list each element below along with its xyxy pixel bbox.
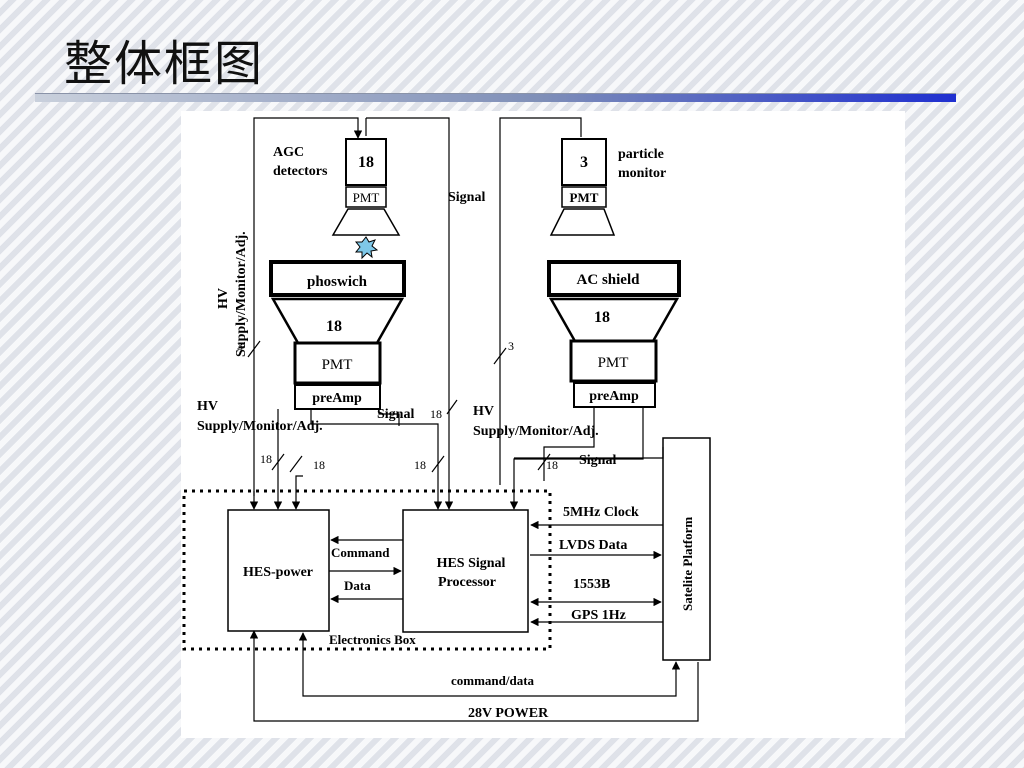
phoswich-detector: phoswich 18 PMT preAmp	[269, 260, 406, 410]
bus-count-6: 18	[414, 458, 426, 472]
bottom-bus-lines	[249, 630, 699, 722]
power-label: 28V POWER	[468, 706, 549, 721]
agc-count: 18	[358, 154, 374, 171]
bus-count-1: 3	[237, 339, 243, 353]
bus-count-4: 18	[260, 452, 272, 466]
bus-count-3: 18	[430, 407, 442, 421]
bus-count-7: 18	[546, 458, 558, 472]
hes-signal-processor-block: HES Signal Processor	[402, 509, 529, 633]
bus-width-slashes	[247, 340, 551, 473]
hes-power-block: HES-power	[227, 509, 330, 632]
phoswich-preamp-label: preAmp	[312, 391, 362, 406]
bus-count-5: 18	[313, 458, 325, 472]
particle-monitor: 3 PMT particle monitor	[549, 138, 666, 236]
phoswich-label: phoswich	[307, 274, 368, 290]
ac-shield-preamp-label: preAmp	[589, 389, 639, 404]
agc-detector: 18 PMT AGC detectors	[273, 138, 401, 236]
hv-left-line2: Supply/Monitor/Adj.	[197, 419, 323, 434]
signal-label-right: Signal	[579, 453, 616, 468]
box-input-arrows	[249, 436, 519, 510]
ac-shield-label: AC shield	[577, 272, 641, 288]
phoswich-pmt-label: PMT	[322, 357, 353, 373]
satellite-interface-lines	[514, 447, 664, 627]
ac-shield-pmt-label: PMT	[598, 355, 629, 371]
top-routing-lines	[253, 117, 644, 504]
signal-label-top: Signal	[448, 190, 485, 205]
phoswich-count: 18	[326, 318, 342, 335]
hes-signal-label-line2: Processor	[438, 575, 496, 590]
lvds-label: LVDS Data	[559, 538, 627, 553]
svg-text:Satelite Platform: Satelite Platform	[680, 517, 695, 611]
gps-label: GPS 1Hz	[571, 608, 626, 623]
particle-label-line1: particle	[618, 147, 664, 162]
satellite-platform-block: Satelite Platform	[662, 437, 711, 661]
agc-label-line2: detectors	[273, 164, 328, 179]
electronics-box-label: Electronics Box	[329, 632, 416, 647]
scintillation-burst-icon	[354, 236, 379, 260]
svg-text:Supply/Monitor/Adj.: Supply/Monitor/Adj.	[234, 231, 249, 357]
agc-pmt-label: PMT	[353, 190, 380, 205]
particle-label-line2: monitor	[618, 166, 666, 181]
bus-count-2: 3	[508, 339, 514, 353]
signal-label-mid: Signal	[377, 407, 414, 422]
agc-label-line1: AGC	[273, 145, 304, 160]
hv-right-line2: Supply/Monitor/Adj.	[473, 424, 599, 439]
hv-right-line1: HV	[473, 404, 494, 419]
particle-pmt-label: PMT	[570, 190, 599, 205]
svg-text:HV: HV	[216, 288, 231, 309]
command-data-arrows	[329, 535, 403, 604]
command-data-label: command/data	[451, 673, 535, 688]
title-rule	[35, 93, 956, 102]
hes-power-label: HES-power	[243, 565, 313, 580]
hes-signal-label-line1: HES Signal	[437, 556, 506, 571]
hv-left-line1: HV	[197, 399, 218, 414]
hv-vertical-label: HV Supply/Monitor/Adj.	[216, 231, 249, 357]
clock-label: 5MHz Clock	[563, 505, 639, 520]
ac-shield-count: 18	[594, 309, 610, 326]
data-label: Data	[344, 578, 371, 593]
slide-title: 整体框图	[64, 36, 265, 92]
particle-count: 3	[580, 154, 588, 171]
block-diagram: 18 PMT AGC detectors 3 PMT particle moni…	[181, 111, 905, 738]
command-label: Command	[331, 545, 390, 560]
ac-shield-detector: AC shield 18 PMT preAmp	[547, 260, 681, 408]
bus-1553b-label: 1553B	[573, 577, 610, 592]
